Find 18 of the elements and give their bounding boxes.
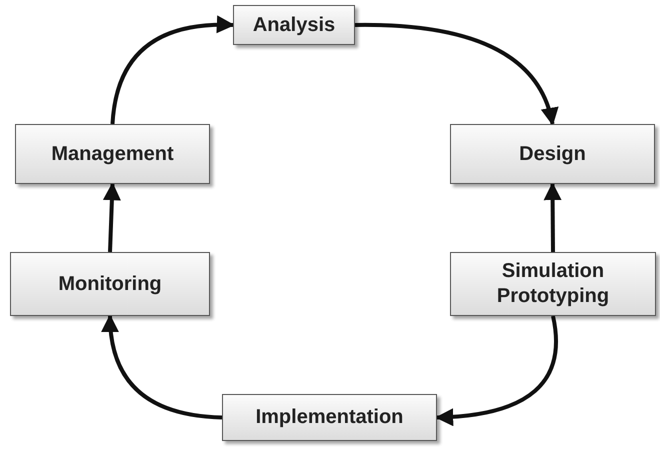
arrow — [102, 182, 121, 252]
node-label: Design — [519, 142, 586, 166]
node-label: Management — [51, 142, 174, 166]
process-box — [10, 252, 210, 316]
process-box — [15, 124, 210, 184]
node-label: Analysis — [252, 12, 336, 38]
process-box — [222, 394, 437, 441]
node-label: Implementation — [256, 405, 404, 430]
process-box — [450, 124, 655, 184]
node-label: Monitoring — [58, 272, 162, 296]
arrow — [102, 314, 222, 420]
process-box — [233, 5, 355, 45]
arrow — [435, 316, 558, 426]
arrow — [544, 182, 562, 252]
arrow — [354, 23, 558, 126]
arrow — [110, 16, 235, 124]
process-box — [450, 252, 656, 316]
node-label: Simulation Prototyping — [496, 259, 610, 309]
